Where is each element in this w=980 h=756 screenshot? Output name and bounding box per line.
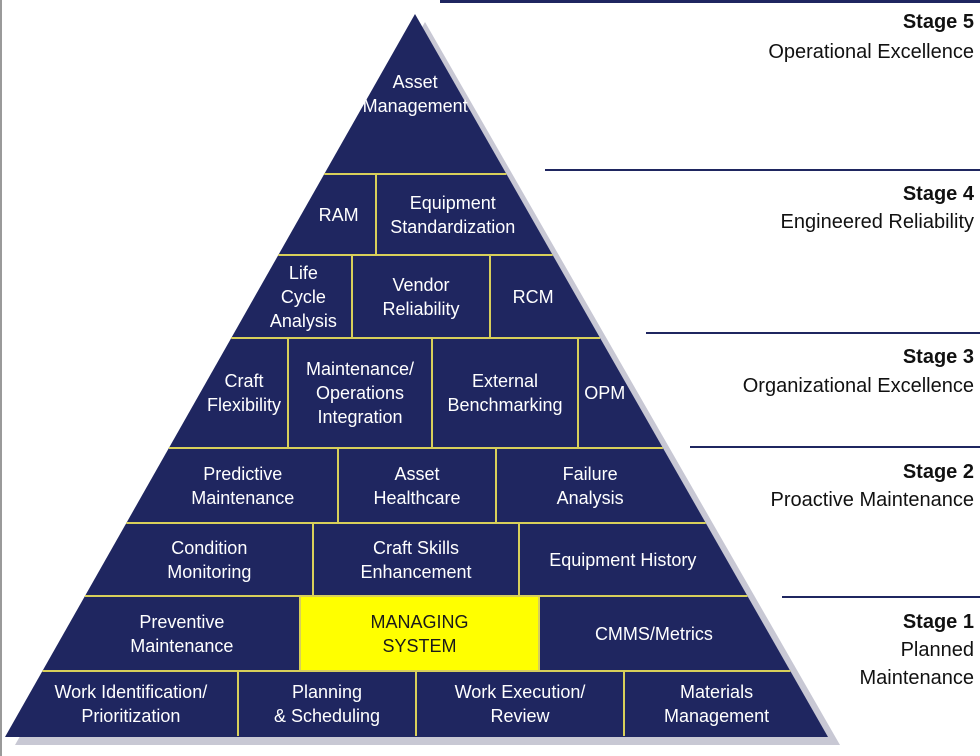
pyramid-cell-3-3: RCM [512,286,554,307]
pyramid-cell-1-1: Asset Management [362,72,468,116]
pyramid-cell-8-2: Planning & Scheduling [273,682,381,726]
pyramid-cell-6-1: Condition Monitoring [167,537,252,582]
pyramid-cell-4-4: OPM [584,383,626,403]
page-left-border [0,0,2,756]
pyramid-highlight-layer [300,597,539,670]
stage-1-rule [782,596,980,598]
pyramid-cell-8-3: Work Execution/ Review [454,682,586,726]
pyramid-cell-7-1: Preventive Maintenance [130,611,234,656]
pyramid-cell-2-2: Equipment Standardization [390,192,516,237]
pyramid-cell-5-2: Asset Healthcare [373,463,461,508]
stage-4-title: Stage 4 [902,183,974,205]
pyramid-cell-4-3: External Benchmarking [447,371,563,415]
pyramid-cell-8-1: Work Identification/ Prioritization [54,682,208,726]
pyramid-body [5,14,828,737]
pyramid-cell-5-1: Predictive Maintenance [191,463,295,508]
pyramid-cell-7-2: MANAGING SYSTEM [370,611,469,656]
pyramid-cell-8-4: Materials Management [664,682,770,726]
pyramid-cell-5-3: Failure Analysis [556,463,624,508]
pyramid-cell-4-2: Maintenance/ Operations Integration [305,359,415,427]
stage-3-title: Stage 3 [902,346,974,368]
top-rule [440,0,980,3]
stage-1-name: Planned Maintenance [859,639,974,689]
stage-3-name: Organizational Excellence [742,375,974,397]
stage-4-name: Engineered Reliability [780,211,974,233]
stage-2-name: Proactive Maintenance [770,489,974,511]
stage-4-rule [545,169,980,171]
pyramid-cell-6-3: Equipment History [549,549,697,570]
pyramid-grid-lines [42,173,791,736]
stage-2-title: Stage 2 [902,461,974,483]
stage-1-title: Stage 1 [902,611,974,633]
stage-2-rule [690,446,980,448]
pyramid-cell-3-2: Vendor Reliability [382,274,460,319]
managing-system-highlight [300,597,539,670]
pyramid-cell-4-1: Craft Flexibility [207,371,282,415]
pyramid-cell-3-1: Life Cycle Analysis [269,262,337,331]
pyramid-cell-7-3: CMMS/Metrics [594,623,713,644]
stage-3-rule [646,332,980,334]
stage-5-name: Operational Excellence [768,41,974,63]
stage-5-title: Stage 5 [902,11,974,33]
pyramid-cell-2-1: RAM [318,204,359,225]
pyramid-cell-6-2: Craft Skills Enhancement [360,537,472,582]
